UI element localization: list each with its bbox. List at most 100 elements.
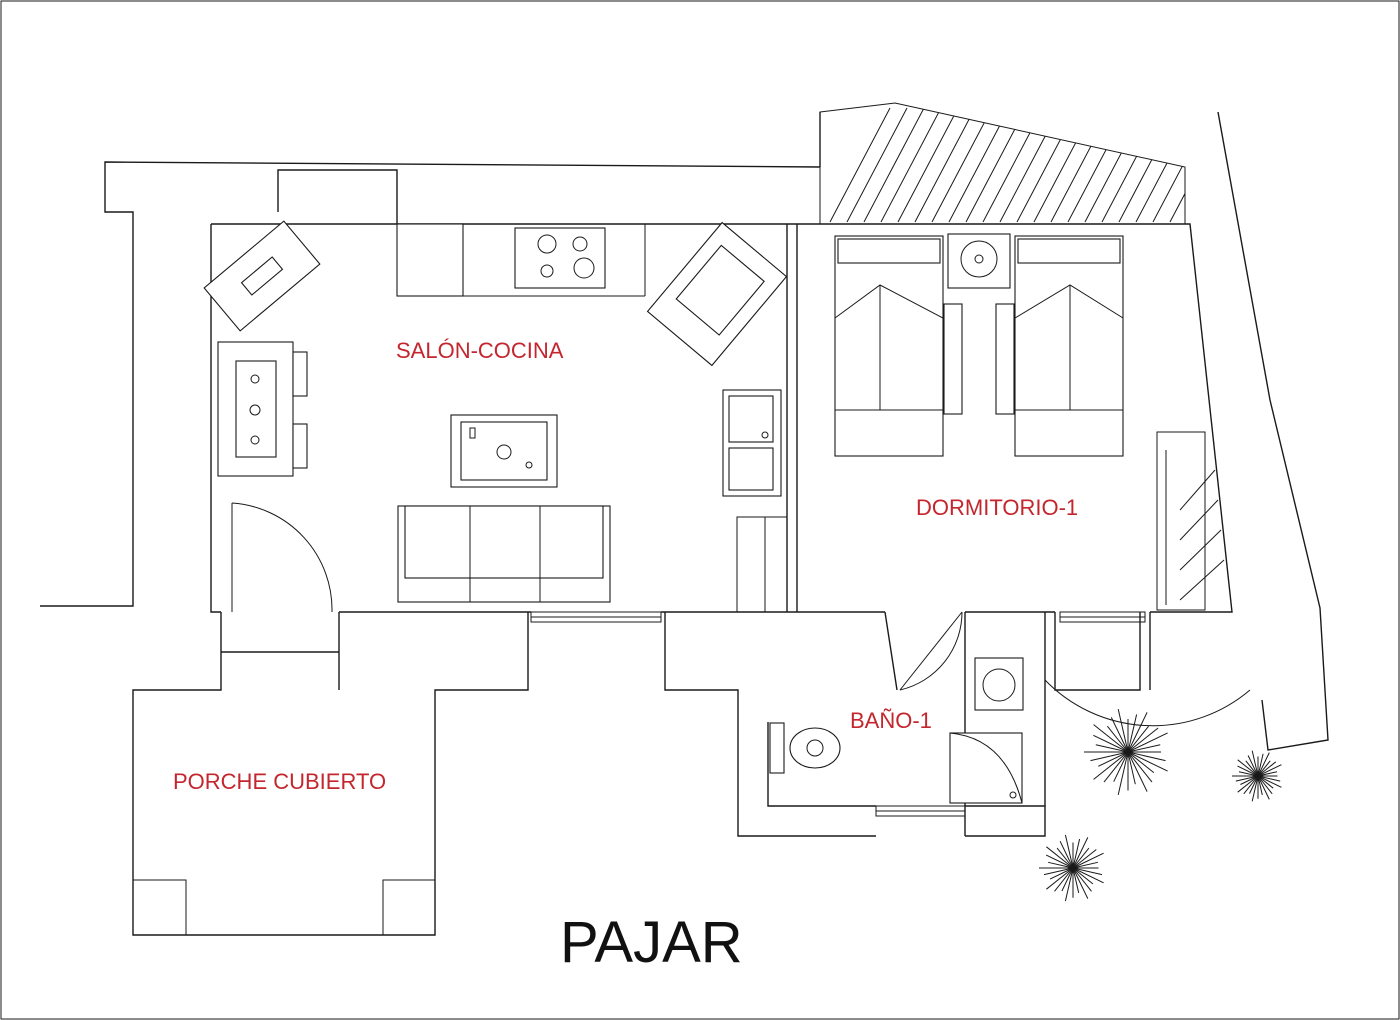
shrub-stroke [1072,867,1104,884]
shrub-stroke [1072,847,1090,869]
shrub-icon [1084,708,1168,796]
shrub-stroke [1127,751,1166,762]
shrub-stroke [1127,725,1149,753]
shrub-stroke [1056,847,1074,869]
shrub-stroke [1237,765,1259,777]
toilet-icon [769,722,841,774]
shrub-stroke [1072,867,1094,885]
shrub-stroke [1095,744,1129,753]
plan-title: PAJAR [560,910,743,975]
bedroom-furniture [834,233,1225,601]
shrub-stroke [1072,852,1104,869]
shrub-stroke [1235,775,1259,782]
washbasin-icon [974,657,1024,711]
fridge-icon [396,223,464,297]
shrub-stroke [1127,751,1155,773]
bed-right-icon [1014,235,1124,457]
shrub-stroke [1047,861,1074,869]
shrub-stroke [1257,764,1282,777]
shrub-stroke [1257,775,1273,795]
shrub-stroke [1245,760,1259,777]
room-label-salon-cocina: SALÓN-COCINA [396,338,564,363]
shrub-stroke [1093,734,1129,753]
shrub-stroke [1072,867,1089,899]
hatch-line [1152,107,1185,223]
shrub-stroke [1257,775,1282,788]
sofa-icon [397,505,611,603]
shrub-stroke [1113,751,1129,782]
shrub-stroke [1046,867,1074,890]
hatch-line [1101,107,1163,223]
hatch-line [948,107,1010,223]
shrub-stroke [1127,751,1148,792]
wardrobe-icon [1179,469,1225,601]
shrub-stroke [1064,834,1074,869]
hatch-line [999,107,1061,223]
shrub-stroke [1257,760,1271,777]
nightstand-icon [947,233,1011,289]
hatched-terrain [819,102,1247,225]
shrub-stroke [1257,771,1278,777]
shrub-stroke [1117,751,1129,796]
shrub-stroke [1072,861,1099,869]
shrub-stroke [1054,867,1074,892]
rug-left-icon [943,303,963,415]
shrub-stroke [1257,775,1281,782]
shrub-stroke [1072,867,1080,894]
windows [530,431,1206,817]
shrub-stroke [1117,708,1129,753]
shower-icon [949,732,1023,804]
shrub-stroke [1249,775,1259,794]
shrub-stroke [1127,727,1159,753]
shrub-icon [1232,750,1282,802]
shrub-stroke [1257,761,1277,777]
shrub-stroke [1127,751,1153,783]
shrub-stroke [1237,759,1259,777]
hatch-line [931,107,993,223]
sink-icon [722,389,782,497]
building-walls [132,223,1233,936]
hatch-line [1033,107,1095,223]
shrub-stroke [1257,775,1274,789]
hob-icon [514,227,606,289]
doors [231,502,1251,727]
shrub-stroke [1046,846,1074,869]
hatch-line [1067,107,1129,223]
hatch-line [1187,108,1247,222]
shrub-stroke [1093,751,1129,780]
dining-table-icon [217,341,308,477]
hatch-line [1135,107,1185,223]
salon-furniture [203,220,788,603]
shrub-stroke [1110,717,1129,753]
plants [1039,708,1282,902]
shrub-stroke [1240,775,1259,785]
shrub-stroke [1072,838,1081,869]
shrub-stroke [1127,751,1168,772]
shrub-stroke [1072,849,1097,869]
shrub-stroke [1064,867,1074,902]
shrub-stroke [1127,744,1161,753]
hatch-line [1016,107,1078,223]
shrub-stroke [1107,725,1129,753]
room-label-bano: BAÑO-1 [850,708,932,733]
hatch-line [829,107,891,223]
shrub-stroke [1243,775,1259,795]
hatch-line [914,107,976,223]
coffee-table-icon [450,414,558,488]
room-label-dormitorio: DORMITORIO-1 [916,495,1078,520]
shrub-stroke [1127,714,1138,753]
shrub-stroke [1127,732,1168,753]
hatch-line [1169,107,1185,223]
hatch-line [846,107,908,223]
shrub-stroke [1043,867,1074,876]
shrub-stroke [1247,755,1259,777]
shrub-stroke [1103,751,1129,783]
shrub-stroke [1257,775,1270,800]
room-label-porche: PORCHE CUBIERTO [173,769,386,794]
shrub-stroke [1045,854,1074,869]
hatch-line [863,107,925,223]
armchair-icon [203,220,321,332]
bathroom-furniture [769,657,1024,804]
shrub-stroke [1061,867,1074,892]
